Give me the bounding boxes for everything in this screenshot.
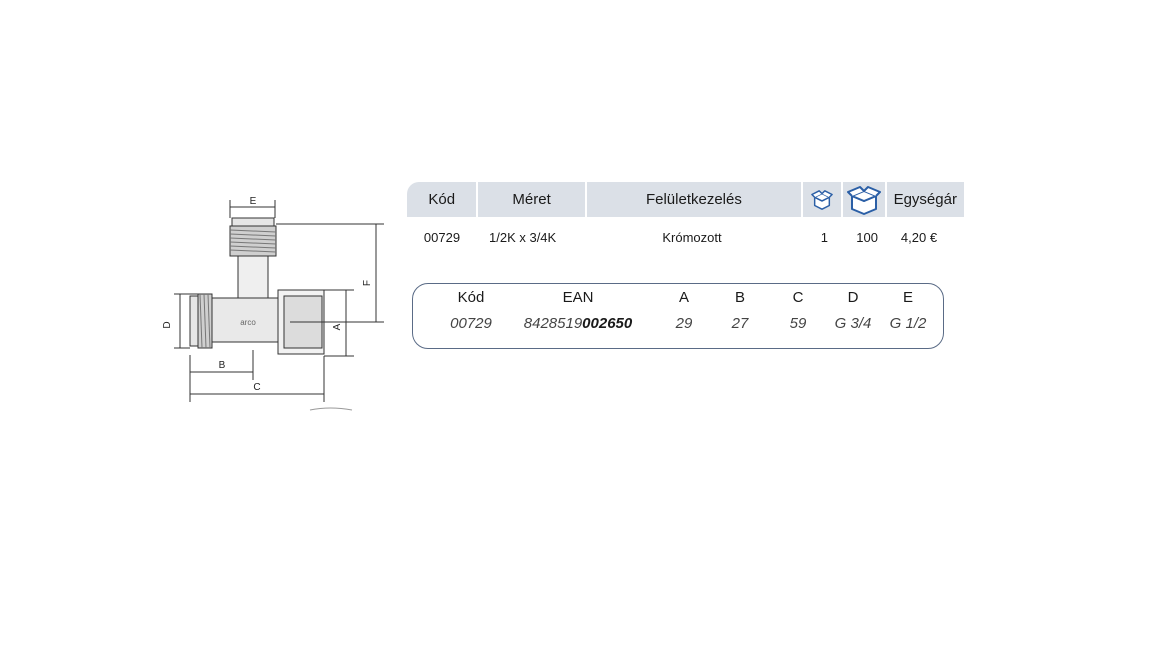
- dimensions-table: Kód EAN A B C D E 00729 8428519002650 29…: [412, 283, 944, 349]
- value-b: 27: [731, 315, 749, 332]
- ean-suffix: 002650: [582, 315, 633, 332]
- dim-label-b: B: [219, 360, 226, 371]
- dim-label-f: F: [362, 280, 373, 286]
- header-feluletkezeles: Felületkezelés: [587, 182, 804, 217]
- header-kod: Kód: [407, 182, 479, 217]
- dim-label-e: E: [250, 196, 257, 207]
- cell-large-box: 100: [856, 229, 878, 245]
- large-box-header: [843, 182, 887, 217]
- cell-kod: 00729: [423, 229, 461, 245]
- header-e: E: [902, 289, 913, 306]
- brand-logo: arco: [240, 318, 256, 327]
- header-b: B: [734, 289, 745, 306]
- dim-label-a: A: [332, 323, 343, 330]
- fitting-technical-drawing: E D B C A F arco: [162, 196, 384, 411]
- value-ean: 8428519002650: [513, 315, 643, 332]
- dim-label-c: C: [253, 382, 260, 393]
- cell-feluletkezeles: Krómozott: [662, 229, 722, 245]
- header-kod-2: Kód: [457, 289, 485, 306]
- value-c: 59: [789, 315, 807, 332]
- product-table-row: 00729 1/2K x 3/4K Krómozott 1 100 4,20 €: [407, 226, 964, 248]
- cell-small-box: 1: [820, 229, 828, 245]
- header-egysegar: Egységár: [893, 191, 957, 208]
- small-box-header: [803, 182, 843, 217]
- dim-label-d: D: [162, 321, 173, 328]
- box-small-icon: [811, 189, 833, 210]
- value-e: G 1/2: [889, 315, 927, 332]
- value-a: 29: [675, 315, 693, 332]
- value-kod: 00729: [450, 315, 492, 332]
- value-d: G 3/4: [834, 315, 872, 332]
- box-large-icon: [846, 185, 881, 215]
- product-table-header: Kód Méret Felületkezelés Egységár: [407, 182, 964, 217]
- header-a: A: [678, 289, 689, 306]
- cell-meret: 1/2K x 3/4K: [489, 229, 557, 245]
- header-ean: EAN: [562, 289, 594, 306]
- cell-egysegar: 4,20 €: [900, 229, 938, 245]
- ean-prefix: 8428519: [523, 315, 583, 332]
- header-meret: Méret: [478, 182, 587, 217]
- header-d: D: [847, 289, 859, 306]
- header-c: C: [792, 289, 804, 306]
